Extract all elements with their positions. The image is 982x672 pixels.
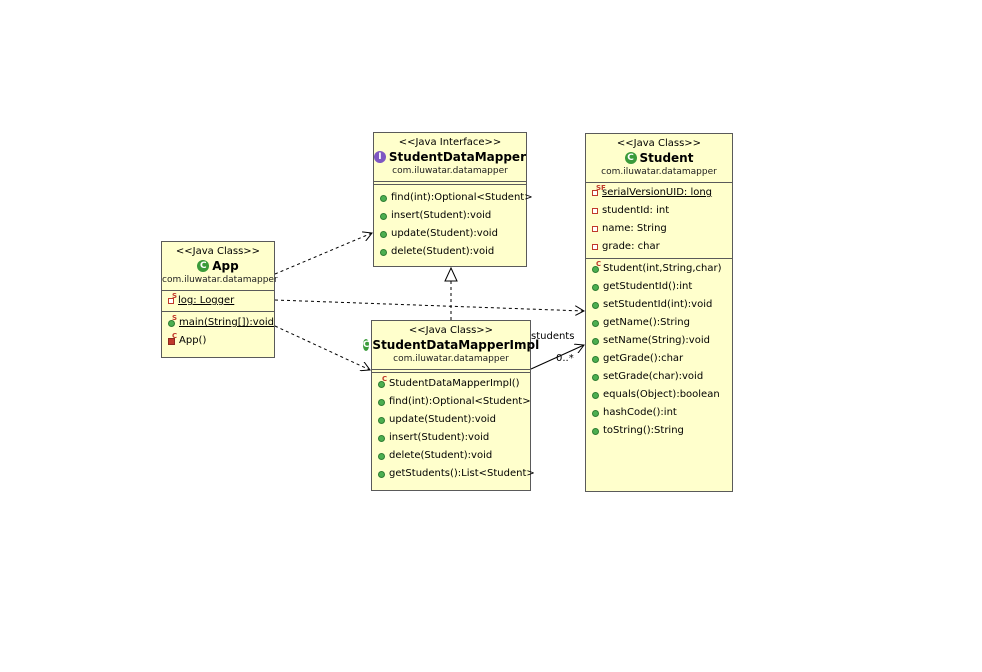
public-method-icon bbox=[380, 230, 387, 238]
method-row[interactable]: find(int):Optional<Student> bbox=[372, 393, 531, 411]
interface-name: StudentDataMapper bbox=[388, 150, 526, 164]
public-method-icon bbox=[380, 248, 387, 256]
public-method-icon bbox=[592, 391, 599, 399]
public-method-icon bbox=[592, 337, 599, 345]
public-method-icon bbox=[380, 194, 387, 202]
public-method-icon bbox=[592, 409, 599, 417]
package-name: com.iluwatar.datamapper bbox=[601, 167, 717, 177]
private-field-icon: S bbox=[168, 293, 177, 304]
public-method-icon bbox=[592, 373, 599, 381]
association-multiplicity-label: 0..* bbox=[556, 353, 574, 364]
dependency-app-to-student bbox=[274, 299, 584, 311]
private-field-icon bbox=[592, 226, 598, 232]
public-method-icon bbox=[592, 301, 599, 309]
method-row[interactable]: update(Student):void bbox=[372, 411, 530, 429]
method-row[interactable]: getGrade():char bbox=[586, 350, 732, 368]
field-row[interactable]: name: String bbox=[586, 220, 732, 238]
method-row[interactable]: getStudents():List<Student> bbox=[372, 465, 535, 483]
method-row[interactable]: update(Student):void bbox=[374, 225, 526, 243]
class-name: App bbox=[212, 259, 239, 273]
package-name: com.iluwatar.datamapper bbox=[392, 166, 508, 176]
dependency-app-to-interface bbox=[274, 233, 372, 275]
field-row[interactable]: studentId: int bbox=[586, 202, 732, 220]
class-name: Student bbox=[639, 151, 694, 165]
method-row[interactable]: equals(Object):boolean bbox=[586, 386, 732, 404]
method-row[interactable]: find(int):Optional<Student> bbox=[374, 189, 533, 207]
public-method-icon bbox=[378, 434, 385, 442]
public-method-icon bbox=[592, 283, 599, 291]
method-row[interactable]: getStudentId():int bbox=[586, 278, 732, 296]
method-row[interactable]: setName(String):void bbox=[586, 332, 732, 350]
method-row[interactable]: getName():String bbox=[586, 314, 732, 332]
private-field-icon: SF bbox=[592, 185, 606, 196]
stereotype: <<Java Class>> bbox=[616, 138, 702, 149]
constructor-icon: C bbox=[592, 260, 601, 273]
class-icon: C bbox=[197, 260, 210, 272]
public-method-icon bbox=[378, 398, 385, 406]
method-row[interactable]: insert(Student):void bbox=[374, 207, 526, 225]
stereotype: <<Java Class>> bbox=[175, 246, 261, 257]
realization-arrowhead bbox=[444, 266, 458, 282]
association-impl-to-student bbox=[530, 345, 584, 370]
constructor-icon: C bbox=[378, 375, 387, 388]
public-method-icon bbox=[592, 355, 599, 363]
public-method-icon: S bbox=[168, 314, 177, 327]
method-row[interactable]: setGrade(char):void bbox=[586, 368, 732, 386]
private-field-icon bbox=[592, 208, 598, 214]
class-name: StudentDataMapperImpl bbox=[372, 338, 540, 352]
method-row[interactable]: delete(Student):void bbox=[372, 447, 530, 465]
public-method-icon bbox=[378, 452, 385, 460]
public-method-icon bbox=[592, 319, 599, 327]
package-name: com.iluwatar.datamapper bbox=[162, 275, 278, 285]
public-method-icon bbox=[378, 416, 385, 424]
private-constructor-icon: C bbox=[168, 332, 177, 345]
package-name: com.iluwatar.datamapper bbox=[393, 354, 509, 364]
stereotype: <<Java Interface>> bbox=[398, 137, 502, 148]
class-icon: C bbox=[624, 152, 637, 164]
stereotype: <<Java Class>> bbox=[408, 325, 494, 336]
dependency-app-to-impl bbox=[274, 325, 370, 370]
private-field-icon bbox=[592, 244, 598, 250]
method-row[interactable]: delete(Student):void bbox=[374, 243, 526, 261]
association-role-label: students bbox=[531, 331, 575, 342]
class-icon: C bbox=[362, 339, 370, 351]
public-method-icon bbox=[380, 212, 387, 220]
method-row[interactable]: hashCode():int bbox=[586, 404, 732, 422]
public-method-icon bbox=[592, 427, 599, 435]
field-row[interactable]: grade: char bbox=[586, 238, 732, 256]
interface-icon: I bbox=[374, 151, 386, 163]
public-method-icon bbox=[378, 470, 385, 478]
method-row[interactable]: setStudentId(int):void bbox=[586, 296, 732, 314]
method-row[interactable]: toString():String bbox=[586, 422, 732, 440]
method-row[interactable]: insert(Student):void bbox=[372, 429, 530, 447]
